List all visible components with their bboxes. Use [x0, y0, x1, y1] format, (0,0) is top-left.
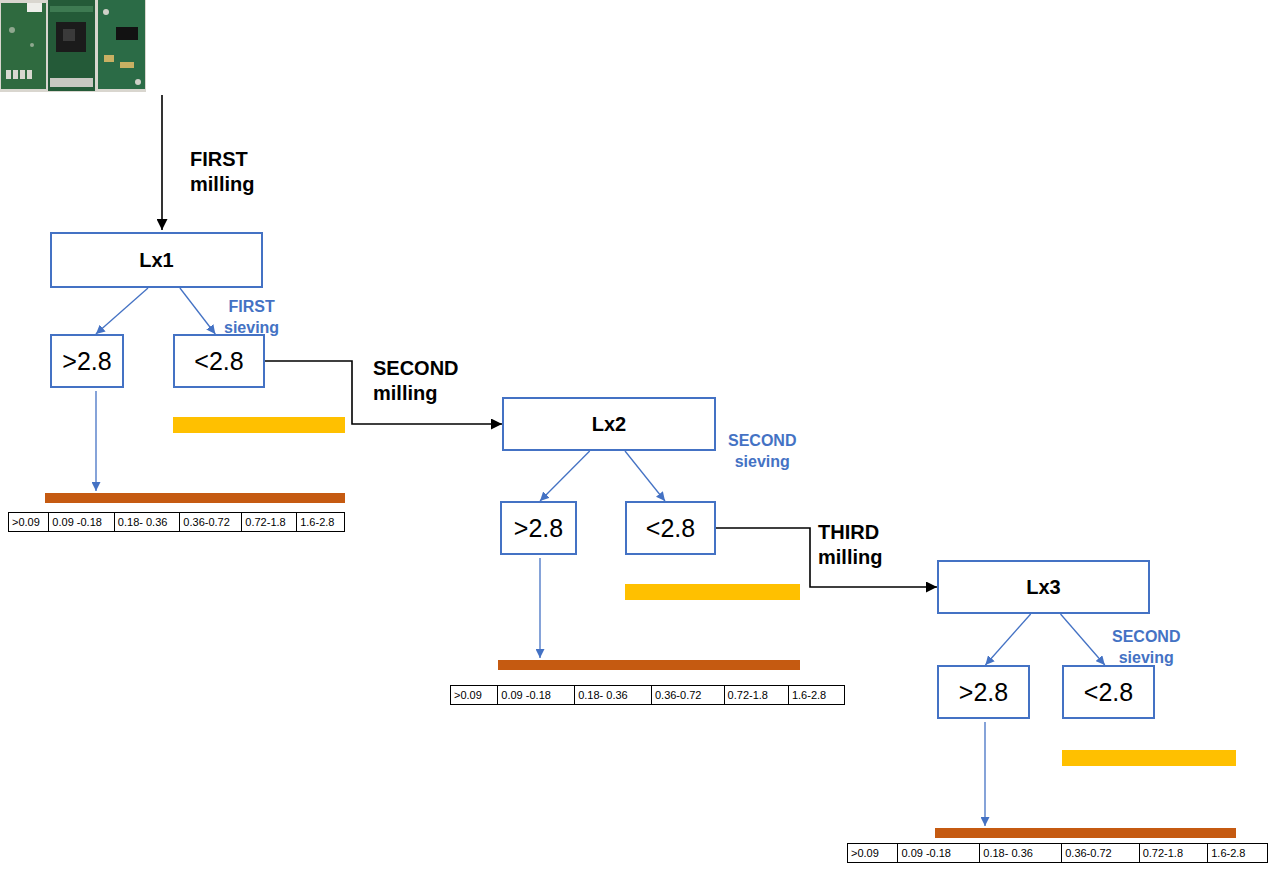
pcb-pad: [6, 70, 11, 79]
table-cell: 1.6-2.8: [1208, 844, 1268, 863]
pcb-board: [98, 0, 145, 89]
fraction-box: >2.8: [937, 665, 1030, 719]
sieving-arrow: [95, 391, 96, 491]
pcb-shield: [50, 78, 93, 87]
size-table: >0.090.09 -0.180.18- 0.360.36-0.720.72-1…: [847, 843, 1268, 863]
pcb-pad: [104, 55, 114, 62]
table-cell: 0.36-0.72: [180, 513, 242, 532]
milling-arrow: [161, 95, 163, 230]
coarse-fraction-bar: [498, 660, 800, 670]
pcb-hole: [103, 9, 109, 15]
size-table: >0.090.09 -0.180.18- 0.360.36-0.720.72-1…: [8, 512, 345, 532]
coarse-fraction-bar: [935, 828, 1236, 838]
box-text: >2.8: [514, 514, 563, 543]
pcb-chip: [56, 22, 86, 52]
sieving-arrow: [1061, 614, 1105, 665]
size-row: >0.090.09 -0.180.18- 0.360.36-0.720.72-1…: [451, 686, 845, 705]
sieving-arrow: [180, 288, 215, 334]
table-cell: 0.09 -0.18: [49, 513, 115, 532]
fraction-box: <2.8: [1062, 665, 1155, 719]
table-cell: >0.09: [848, 844, 898, 863]
table-cell: 0.36-0.72: [1062, 844, 1139, 863]
pcb-chip: [116, 27, 138, 40]
pcb-connector: [27, 3, 42, 12]
table-cell: 0.18- 0.36: [980, 844, 1062, 863]
sieving-arrow: [539, 558, 540, 658]
step-label: SECOND milling: [373, 356, 459, 406]
box-text: <2.8: [1084, 678, 1133, 707]
step-label: SECOND sieving: [1112, 626, 1180, 668]
box-text: <2.8: [646, 514, 695, 543]
table-cell: 0.09 -0.18: [898, 844, 980, 863]
box-text: Lx3: [1026, 576, 1060, 599]
pcb-board: [48, 0, 95, 91]
step-label: SECOND sieving: [728, 430, 796, 472]
coarse-fraction-bar: [45, 493, 345, 503]
step-label: FIRST milling: [190, 147, 254, 197]
fraction-box: >2.8: [500, 501, 577, 555]
table-cell: 0.72-1.8: [1139, 844, 1208, 863]
step-label: FIRST sieving: [224, 296, 279, 338]
table-cell: >0.09: [9, 513, 49, 532]
fraction-box: <2.8: [625, 501, 716, 555]
stage-box: Lx3: [937, 560, 1150, 614]
stage-box: Lx2: [502, 397, 716, 451]
fraction-box: >2.8: [50, 334, 124, 388]
pcb-pad: [27, 70, 32, 79]
step-label: THIRD milling: [818, 520, 882, 570]
pcb-board: [1, 3, 46, 89]
pcb-via: [9, 27, 15, 33]
table-cell: 0.18- 0.36: [575, 686, 652, 705]
box-text: Lx2: [592, 413, 626, 436]
table-cell: 0.72-1.8: [724, 686, 788, 705]
sieving-arrow: [625, 451, 665, 501]
pcb-pad: [13, 70, 18, 79]
pcb-via: [30, 43, 34, 47]
table-cell: 0.18- 0.36: [114, 513, 180, 532]
size-table: >0.090.09 -0.180.18- 0.360.36-0.720.72-1…: [450, 685, 845, 705]
table-cell: 0.09 -0.18: [498, 686, 575, 705]
table-cell: 1.6-2.8: [297, 513, 345, 532]
box-text: >2.8: [62, 347, 111, 376]
fine-fraction-bar: [625, 584, 800, 600]
pcb-photo: [0, 0, 146, 92]
box-text: Lx1: [139, 249, 173, 272]
box-text: <2.8: [194, 347, 243, 376]
table-cell: 0.36-0.72: [651, 686, 724, 705]
table-cell: 1.6-2.8: [788, 686, 844, 705]
sieving-arrow: [985, 614, 1030, 665]
pcb-pad: [120, 62, 134, 68]
box-text: >2.8: [959, 678, 1008, 707]
sieving-arrow: [984, 722, 985, 826]
fraction-box: <2.8: [173, 334, 265, 388]
photo-ground: [0, 0, 146, 92]
sieving-arrow: [540, 451, 590, 501]
pcb-pad: [20, 70, 25, 79]
fine-fraction-bar: [173, 417, 345, 433]
size-row: >0.090.09 -0.180.18- 0.360.36-0.720.72-1…: [848, 844, 1268, 863]
fine-fraction-bar: [1062, 750, 1236, 766]
size-row: >0.090.09 -0.180.18- 0.360.36-0.720.72-1…: [9, 513, 345, 532]
pcb-trace: [50, 6, 93, 12]
sieving-arrow: [96, 288, 148, 334]
pcb-hole: [135, 79, 141, 85]
stage-box: Lx1: [50, 232, 263, 288]
table-cell: 0.72-1.8: [242, 513, 297, 532]
pcb-chip-mark: [63, 29, 75, 41]
table-cell: >0.09: [451, 686, 498, 705]
